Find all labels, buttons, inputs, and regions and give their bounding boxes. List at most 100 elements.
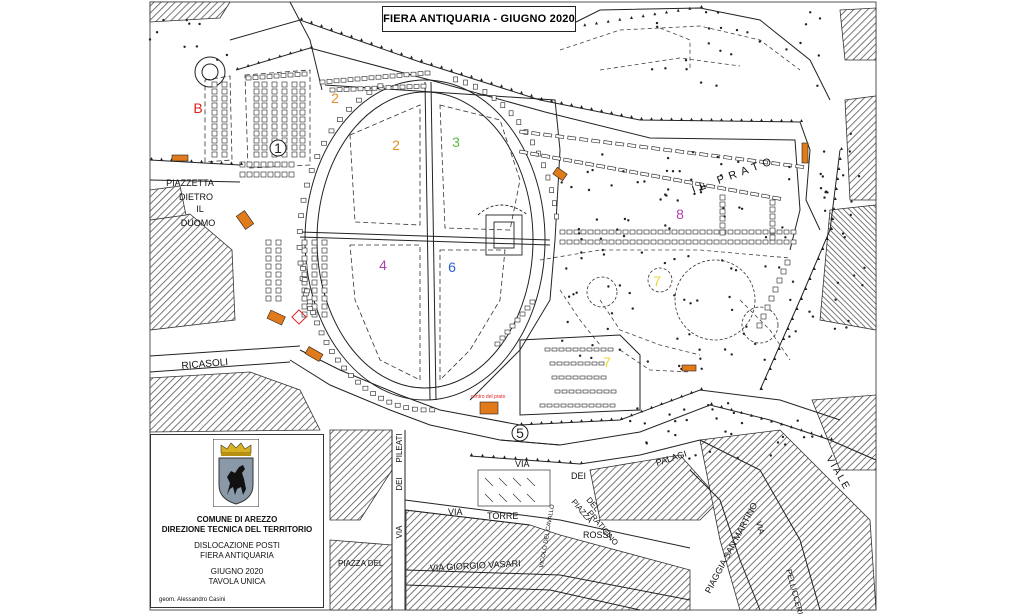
- stall: [406, 84, 413, 89]
- tree: [848, 150, 851, 153]
- stall: [291, 123, 298, 130]
- stall: [261, 151, 268, 158]
- tree: [788, 178, 791, 181]
- title-block: COMUNE DI AREZZO DIREZIONE TECNICA DEL T…: [150, 434, 324, 608]
- tree: [852, 274, 856, 277]
- stall: [399, 84, 406, 90]
- stall: [301, 295, 308, 302]
- stall: [573, 239, 580, 245]
- stall: [508, 110, 514, 117]
- stall: [561, 389, 568, 394]
- curb-tick: [560, 101, 563, 104]
- curb-tick: [330, 27, 333, 31]
- curb-tick: [620, 113, 623, 116]
- stall: [261, 81, 268, 88]
- tree: [665, 169, 669, 173]
- curb-tick: [676, 8, 680, 12]
- tree: [667, 430, 670, 433]
- tree: [707, 404, 710, 407]
- curb-tick: [350, 34, 353, 38]
- curb-tick: [610, 417, 613, 421]
- tree: [631, 307, 634, 310]
- tree: [572, 293, 575, 296]
- tree: [719, 26, 723, 30]
- stall: [281, 109, 288, 116]
- curb-tick: [710, 117, 713, 121]
- stall: [529, 299, 536, 305]
- stall: [636, 229, 643, 235]
- stall: [762, 229, 769, 235]
- tree: [802, 436, 806, 439]
- curb-tick: [267, 57, 271, 61]
- stall: [586, 375, 593, 380]
- stall: [574, 159, 584, 165]
- curb-tick: [210, 160, 213, 164]
- stall: [559, 229, 566, 235]
- stall: [747, 158, 757, 163]
- stall: [594, 229, 601, 235]
- tree: [716, 11, 720, 14]
- stall: [559, 239, 566, 245]
- stall: [783, 162, 793, 168]
- curb-tick: [580, 461, 583, 464]
- tree: [687, 255, 690, 258]
- curb-tick: [160, 157, 163, 161]
- curb-tick: [760, 416, 763, 420]
- tree: [591, 344, 594, 347]
- curb-tick: [470, 453, 473, 456]
- stall: [221, 102, 228, 109]
- stall: [420, 83, 427, 89]
- stall: [713, 239, 720, 245]
- tree: [601, 248, 604, 252]
- stall: [629, 229, 636, 235]
- stall: [602, 403, 609, 408]
- tree: [811, 435, 814, 438]
- zone-label-5: 5: [516, 425, 524, 441]
- zone-label-4: 4: [379, 257, 387, 273]
- tree: [664, 193, 667, 196]
- label-pileati-3: PILEATI: [395, 433, 404, 462]
- prato-park: [299, 79, 561, 401]
- curb-tick: [760, 118, 763, 122]
- stall: [375, 74, 382, 80]
- stall: [734, 229, 741, 235]
- tree: [746, 31, 749, 34]
- curb-tick: [838, 157, 842, 160]
- stall: [582, 389, 589, 394]
- curb-tick: [340, 31, 343, 34]
- tree: [849, 213, 852, 217]
- tree: [730, 53, 733, 56]
- stall: [706, 229, 713, 235]
- stall: [549, 187, 554, 194]
- label-pileati-2: DEI: [395, 477, 404, 490]
- tree: [623, 217, 627, 221]
- stall: [337, 117, 343, 122]
- tree: [764, 265, 767, 268]
- stall: [261, 102, 268, 109]
- stall: [211, 109, 218, 116]
- stall: [321, 287, 328, 294]
- stall: [287, 72, 294, 78]
- tree: [738, 206, 741, 209]
- stall: [382, 74, 389, 79]
- tree: [708, 450, 712, 453]
- stall: [570, 361, 577, 366]
- tree: [694, 454, 697, 457]
- stall: [211, 102, 218, 109]
- stall: [299, 95, 306, 102]
- tree: [728, 295, 731, 299]
- stall: [288, 171, 295, 178]
- stall: [274, 161, 281, 168]
- curb-tick: [800, 297, 803, 300]
- stall: [271, 130, 278, 137]
- stall: [294, 72, 301, 77]
- curb-tick: [710, 402, 713, 405]
- stall: [552, 200, 557, 207]
- stall: [271, 88, 278, 95]
- stall: [392, 85, 399, 90]
- legend-comune: COMUNE DI AREZZO: [196, 515, 278, 524]
- stall: [593, 375, 600, 380]
- tree: [684, 59, 688, 62]
- stall: [371, 85, 378, 91]
- curb-tick: [821, 247, 825, 250]
